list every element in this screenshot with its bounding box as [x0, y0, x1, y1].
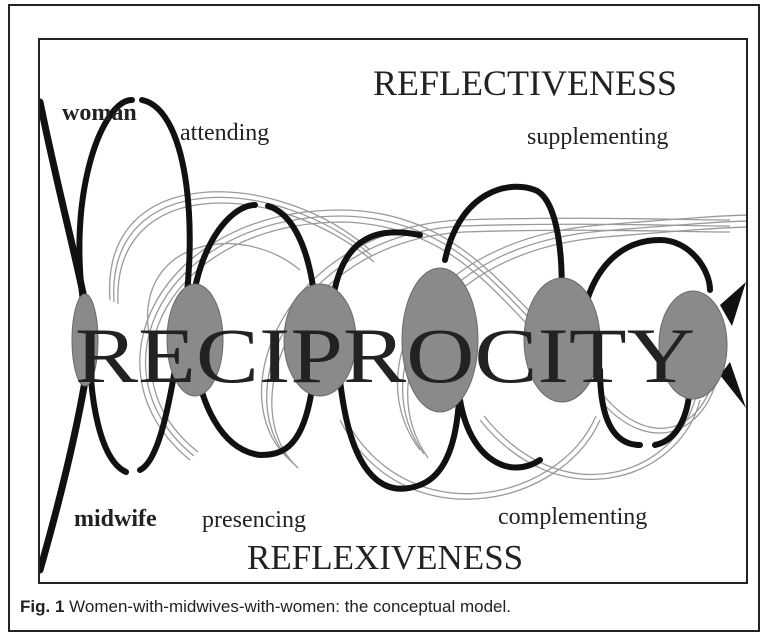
center-word: RECIPROCITY	[75, 312, 695, 399]
caption-text: Women-with-midwives-with-women: the conc…	[69, 597, 511, 616]
reflexiveness-title: REFLEXIVENESS	[247, 538, 523, 577]
complementing-label: complementing	[498, 504, 647, 530]
figure-number: Fig. 1	[20, 597, 64, 616]
attending-label: attending	[180, 120, 269, 146]
presencing-label: presencing	[202, 507, 306, 533]
reflectiveness-title: REFLECTIVENESS	[373, 63, 677, 103]
figure-caption: Fig. 1 Women-with-midwives-with-women: t…	[20, 597, 511, 617]
woman-label: woman	[62, 100, 137, 126]
midwife-label: midwife	[74, 506, 157, 532]
conceptual-model-diagram: RECIPROCITY REFLECTIVENESS REFLEXIVENESS…	[40, 40, 748, 584]
diagram-box: RECIPROCITY REFLECTIVENESS REFLEXIVENESS…	[38, 38, 748, 584]
supplementing-label: supplementing	[527, 124, 668, 150]
